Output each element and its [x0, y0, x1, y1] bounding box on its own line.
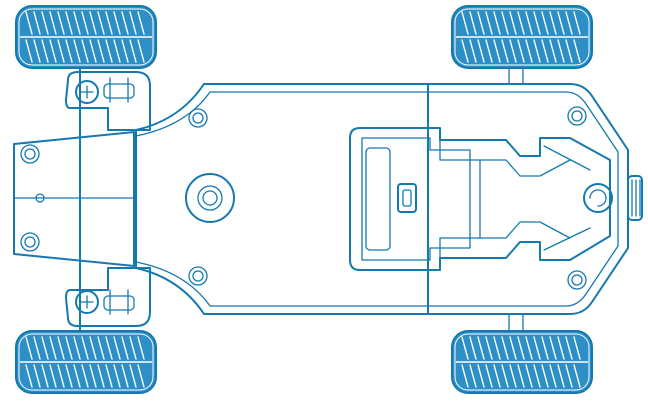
screw-icon	[188, 108, 208, 128]
front-bumper	[13, 131, 135, 267]
axle-rear-bottom	[508, 313, 524, 333]
screw-icon	[20, 232, 40, 252]
wheel-icon	[451, 5, 593, 69]
chassis-plate	[135, 83, 629, 315]
screw-icon	[20, 144, 40, 164]
wheel-icon	[15, 330, 157, 394]
connector-icon	[627, 175, 643, 221]
screw-icon	[188, 266, 208, 286]
screw-icon	[567, 270, 587, 290]
steering-knuckle-bottom	[65, 267, 151, 327]
knob-icon	[185, 173, 235, 223]
wheel-icon	[451, 330, 593, 394]
battery-housing	[349, 127, 611, 271]
steering-knuckle-top	[65, 71, 151, 131]
screw-icon	[567, 106, 587, 126]
switch-icon	[397, 183, 417, 213]
wheel-icon	[15, 5, 157, 69]
knob-icon	[583, 183, 613, 213]
